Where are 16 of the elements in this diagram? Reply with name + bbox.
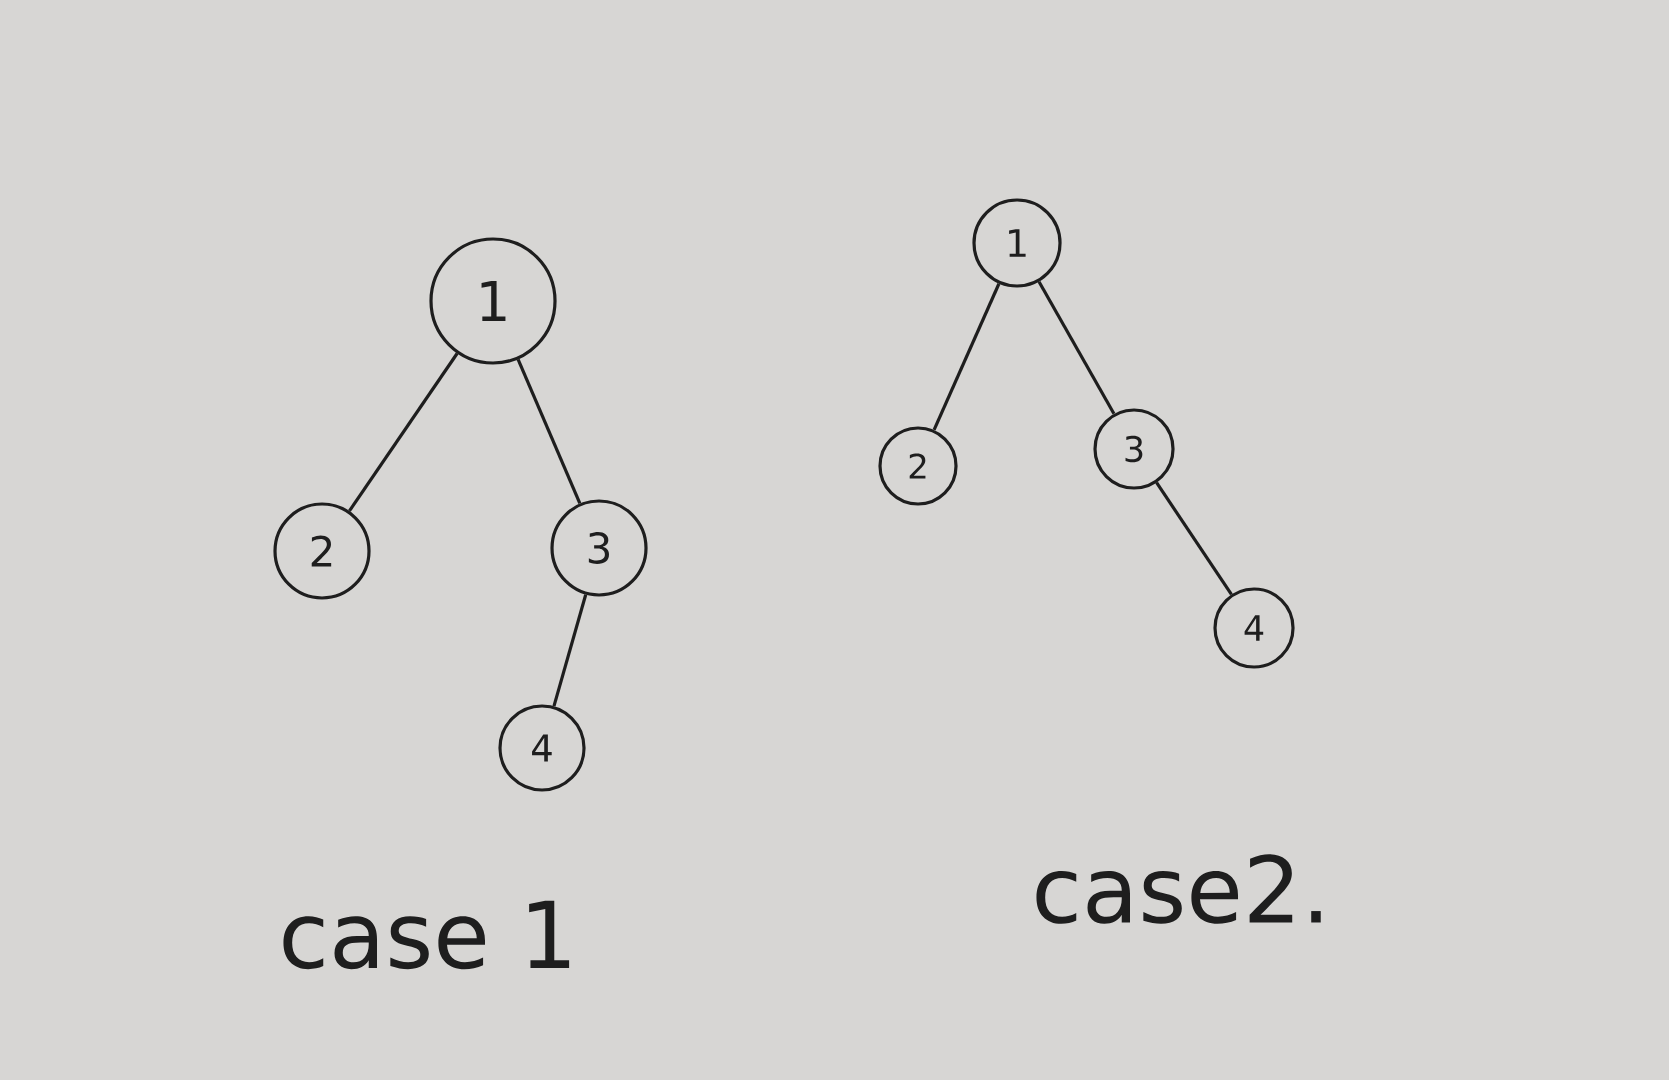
line <box>516 358 582 504</box>
circle-node: 4 <box>498 704 586 792</box>
circle-node: 4 <box>1213 587 1295 669</box>
line <box>552 594 588 707</box>
handwritten-label: case2. <box>1036 854 1321 924</box>
line <box>1037 281 1116 415</box>
circle-node: 1 <box>972 198 1062 288</box>
circle-node: 1 <box>429 237 557 365</box>
line <box>1155 481 1233 596</box>
circle-node: 3 <box>550 499 648 597</box>
handwritten-label: case 1 <box>283 900 570 970</box>
circle-node: 2 <box>273 502 371 600</box>
circle-node: 3 <box>1093 408 1175 490</box>
circle-node: 2 <box>878 426 958 506</box>
line <box>932 283 1001 431</box>
line <box>348 352 459 512</box>
